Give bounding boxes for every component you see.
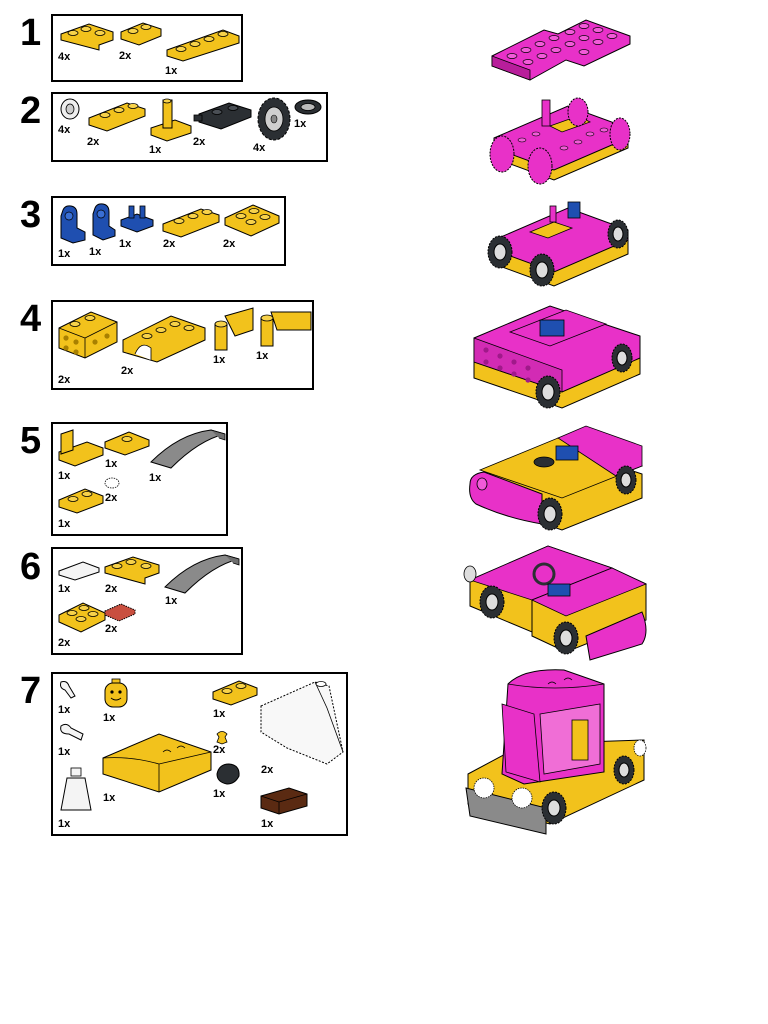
step-number-7: 7 [20,670,42,712]
qty-label: 1x [256,350,269,362]
yellow-corner-plate-icon [103,555,161,585]
model-step-4 [470,292,646,414]
clear-windscreen-icon [257,678,347,768]
red-grille-tile-icon [103,601,137,623]
yellow-plate-1x2-icon [161,206,221,238]
qty-label: 1x [89,246,102,258]
qty-label: 2x [105,583,118,595]
qty-label: 1x [58,818,71,830]
yellow-plate-1x2-icon [211,678,259,706]
qty-label: 2x [261,764,274,776]
qty-label: 1x [213,354,226,366]
brown-suitcase-icon [259,784,309,816]
yellow-curved-roof-icon [101,724,213,794]
qty-label: 2x [58,637,71,649]
qty-label: 1x [103,712,116,724]
qty-label: 2x [58,374,71,386]
qty-label: 2x [121,365,134,377]
qty-label: 2x [193,136,206,148]
yellow-wheel-arch-icon [121,308,207,363]
white-arm-icon [57,678,79,700]
yellow-corner-plate-icon [59,22,115,51]
blue-bracket-icon [119,204,155,234]
yellow-plate-2x2-icon [223,202,281,238]
black-steering-wheel-icon [293,98,323,116]
gray-curved-slope-icon [163,551,241,595]
qty-label: 2x [163,238,176,250]
parts-list-step-1: 4x 2x 1x [51,14,243,82]
white-arm-icon [57,720,87,746]
qty-label: 1x [165,65,178,77]
yellow-plate-2x2-icon [57,599,107,635]
step-number-3: 3 [20,194,42,236]
white-tile-1x2-icon [57,559,101,581]
black-hair-icon [213,762,243,788]
yellow-door-panel-icon [211,306,257,352]
yellow-plate-1x2-icon [57,486,105,514]
parts-list-step-4: 2x 2x 1x 1x [51,300,314,390]
step-number-2: 2 [20,90,42,132]
qty-label: 1x [294,118,307,130]
step-number-4: 4 [20,298,42,340]
parts-list-step-7: 1x 1x 1x 1x 2x 2x 1x 1x 1x 1x 1x [51,672,348,836]
white-wheel-rim-icon [59,98,81,120]
qty-label: 1x [58,746,71,758]
yellow-lever-plate-icon [149,96,193,142]
blue-seat-icon [89,202,117,242]
parts-list-step-3: 1x 1x 1x 2x 2x [51,196,286,266]
qty-label: 2x [105,492,118,504]
yellow-plate-1x2-icon [87,100,147,132]
yellow-minifig-head-icon [101,678,131,712]
yellow-bracket-plate-icon [57,428,105,470]
qty-label: 1x [58,704,71,716]
qty-label: 1x [213,788,226,800]
qty-label: 1x [149,144,162,156]
qty-label: 4x [58,124,71,136]
parts-list-step-2: 4x 2x 1x 2x 4x 1x [51,92,328,162]
model-step-7 [464,664,650,840]
parts-list-step-5: 1x 1x 1x 1x 2x [51,422,228,536]
qty-label: 2x [87,136,100,148]
qty-label: 2x [105,623,118,635]
white-torso-icon [59,766,93,814]
blue-seat-icon [57,204,87,244]
qty-label: 1x [105,458,118,470]
yellow-minifig-hand-icon [213,728,231,746]
qty-label: 1x [58,470,71,482]
qty-label: 1x [103,792,116,804]
qty-label: 2x [119,50,132,62]
qty-label: 1x [58,518,71,530]
model-step-2 [478,86,638,188]
step-number-1: 1 [20,12,42,54]
model-step-5 [466,418,646,538]
qty-label: 1x [149,472,162,484]
qty-label: 1x [261,818,274,830]
qty-label: 1x [119,238,132,250]
qty-label: 1x [213,708,226,720]
black-wheel-holder-plate-icon [193,100,255,132]
yellow-plate-jumper-icon [103,428,151,456]
model-step-1 [488,8,634,84]
step-number-6: 6 [20,546,42,588]
qty-label: 4x [253,142,266,154]
qty-label: 1x [58,248,71,260]
black-tire-icon [255,96,293,142]
yellow-door-panel-icon [257,306,313,348]
yellow-brick-modified-icon [57,308,119,370]
yellow-plate-1x2-icon [119,20,163,46]
yellow-plate-1x4-icon [165,28,241,62]
gray-curved-slope-icon [149,426,227,470]
model-step-6 [462,540,652,664]
qty-label: 2x [223,238,236,250]
model-step-3 [478,192,638,292]
qty-label: 4x [58,51,71,63]
clear-round-tile-icon [103,476,121,490]
step-number-5: 5 [20,420,42,462]
qty-label: 1x [165,595,178,607]
qty-label: 1x [58,583,71,595]
parts-list-step-6: 1x 2x 1x 2x 2x [51,547,243,655]
qty-label: 2x [213,744,226,756]
